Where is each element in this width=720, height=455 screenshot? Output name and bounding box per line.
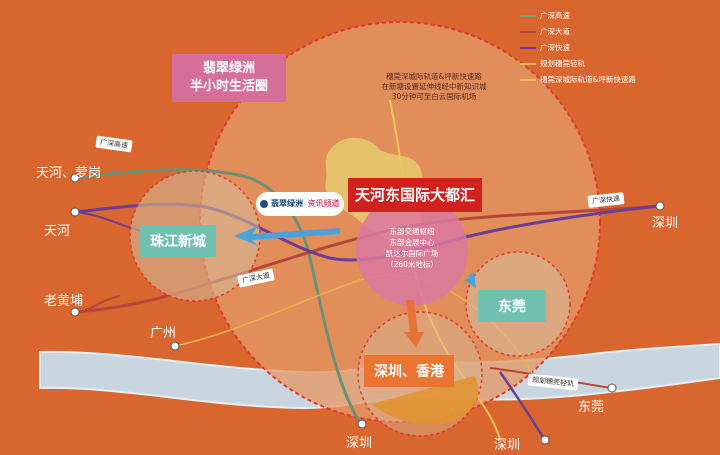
legend-item-gaosu: 广深高速 bbox=[520, 10, 570, 21]
center-line1: 东部交通枢纽 bbox=[389, 227, 435, 236]
legend-item-intercity: 穗莞深城际轨道&坪新快速路 bbox=[520, 74, 636, 85]
arrow-to-zhujiang bbox=[234, 226, 340, 246]
legend-label: 广深快速 bbox=[540, 43, 570, 52]
road-guangshen-gaosu bbox=[74, 168, 364, 426]
place-tianhe-luogang: 天河、萝岗 bbox=[36, 166, 102, 181]
legend-item-qinggui: 规划穗莞轻轨 bbox=[520, 58, 585, 69]
note-line2: 在新塘设置延伸线经中新知识城 bbox=[381, 82, 487, 91]
dot-guangzhou bbox=[170, 341, 180, 351]
place-shenzhen-bottom2: 深圳 bbox=[494, 438, 521, 453]
dot-shenzhen-bottom1 bbox=[357, 419, 367, 429]
dot-shenzhen-bottom2 bbox=[540, 435, 550, 445]
road-guangshen-dadao bbox=[74, 204, 661, 314]
legend-swatch bbox=[520, 47, 536, 49]
center-line3: 凯达尔国际广场 bbox=[385, 249, 439, 258]
main-badge-label: 天河东国际大都汇 bbox=[354, 186, 475, 204]
legend-swatch bbox=[520, 15, 536, 17]
legend-swatch bbox=[520, 79, 536, 81]
logo-icon bbox=[260, 199, 269, 208]
title-badge-line2: 半小时生活圈 bbox=[189, 79, 268, 94]
arrow-to-dongguan bbox=[452, 262, 476, 288]
dongguan-badge: 东莞 bbox=[478, 290, 546, 322]
zhujiang-label: 珠江新城 bbox=[150, 234, 206, 250]
shenzhen-hk-badge: 深圳、香港 bbox=[364, 355, 454, 387]
road-to-shenzhen-bottom bbox=[498, 371, 547, 441]
center-zone bbox=[356, 194, 468, 306]
logo-sub: 资讯频道 bbox=[307, 199, 340, 208]
dot-laohuangpu bbox=[70, 307, 80, 317]
shenzhen-hk-label: 深圳、香港 bbox=[374, 364, 444, 380]
place-dongguan-bottom: 东莞 bbox=[578, 400, 605, 415]
dot-tianhe-luogang bbox=[70, 173, 80, 183]
shenzhen-zone-fill bbox=[372, 376, 479, 425]
place-shenzhen-right: 深圳 bbox=[652, 216, 679, 231]
dot-tianhe bbox=[70, 207, 80, 217]
place-shenzhen-bottom1: 深圳 bbox=[346, 436, 373, 451]
place-tianhe: 天河 bbox=[44, 224, 71, 239]
legend-label: 穗莞深城际轨道&坪新快速路 bbox=[540, 75, 636, 84]
title-badge-line1: 翡翠绿洲 bbox=[202, 61, 255, 76]
main-badge: 天河东国际大都汇 bbox=[348, 178, 482, 212]
center-line4: （260米地标） bbox=[386, 260, 438, 269]
note-line1: 穗莞深城际轨道&坪新快速路 bbox=[386, 72, 482, 81]
zhujiang-badge: 珠江新城 bbox=[140, 225, 216, 257]
legend-item-kuaisu: 广深快速 bbox=[520, 42, 570, 53]
logo-badge: 翡翠绿洲 资讯频道 bbox=[256, 192, 344, 216]
note-line3: 30分钟可至白云国际机场 bbox=[391, 92, 477, 101]
legend-swatch bbox=[520, 31, 536, 33]
place-guangzhou: 广州 bbox=[150, 326, 177, 341]
center-info: 东部交通枢纽 东部会展中心 凯达尔国际广场 （260米地标） bbox=[366, 226, 458, 270]
center-line2: 东部会展中心 bbox=[389, 238, 435, 247]
lower-bank bbox=[60, 426, 400, 455]
arrow-to-shenzhen bbox=[404, 300, 424, 348]
dongguan-label: 东莞 bbox=[498, 299, 526, 315]
place-laohuangpu: 老黄埔 bbox=[44, 294, 84, 309]
legend-swatch bbox=[520, 63, 536, 65]
endpoint-dots bbox=[70, 173, 665, 445]
legend-item-dadao: 广深大道 bbox=[520, 26, 570, 37]
dot-dongguan-bottom bbox=[607, 383, 617, 393]
legend-label: 规划穗莞轻轨 bbox=[540, 59, 585, 68]
title-badge: 翡翠绿洲 半小时生活圈 bbox=[172, 54, 286, 102]
logo-text: 翡翠绿洲 bbox=[271, 199, 303, 208]
legend-label: 广深大道 bbox=[540, 27, 570, 36]
legend-label: 广深高速 bbox=[540, 11, 570, 20]
intercity-note: 穗莞深城际轨道&坪新快速路 在新塘设置延伸线经中新知识城 30分钟可至白云国际机… bbox=[368, 72, 500, 102]
dot-shenzhen-right bbox=[655, 201, 665, 211]
